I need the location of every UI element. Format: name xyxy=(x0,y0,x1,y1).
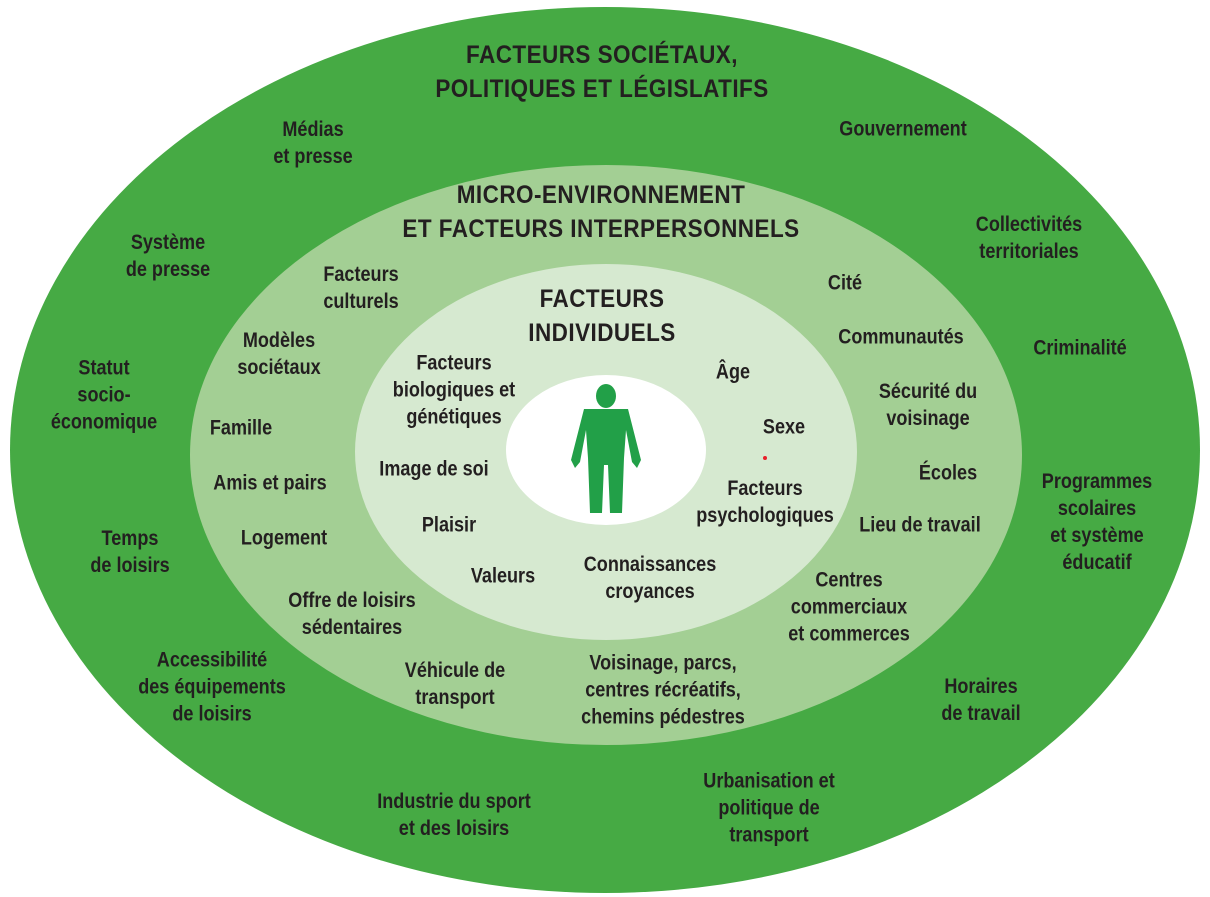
middle-item: Véhicule de transport xyxy=(404,659,506,709)
outer-item: Médias et presse xyxy=(273,118,353,168)
middle-item: Lieu de travail xyxy=(859,513,981,537)
red-dot xyxy=(763,456,767,460)
middle-item: Modèles sociétaux xyxy=(237,329,321,379)
outer-item: Gouvernement xyxy=(839,117,967,141)
outer-item: Industrie du sport et des loisirs xyxy=(377,790,531,840)
inner-item: Plaisir xyxy=(421,513,477,537)
outer-item: Temps de loisirs xyxy=(90,527,170,577)
middle-item: Famille xyxy=(209,416,273,440)
inner-item: Facteurs biologiques et génétiques xyxy=(392,351,516,429)
person-icon xyxy=(571,384,641,513)
outer-item: Accessibilité des équipements de loisirs xyxy=(138,648,286,726)
middle-item: Amis et pairs xyxy=(213,471,327,495)
inner-item: Valeurs xyxy=(470,564,536,588)
outer-item: Système de presse xyxy=(125,231,211,281)
middle-item: Centres commerciaux et commerces xyxy=(788,568,910,646)
inner-item: Image de soi xyxy=(379,457,489,481)
middle-item: Voisinage, parcs, centres récréatifs, ch… xyxy=(581,651,745,729)
outer-item: Statut socio- économique xyxy=(50,356,158,434)
outer-item: Programmes scolaires et système éducatif xyxy=(1041,470,1153,574)
middle-item: Logement xyxy=(240,526,328,550)
inner-item: Connaissances croyances xyxy=(583,553,717,603)
inner-item: Sexe xyxy=(762,415,806,439)
inner-title: FACTEURS INDIVIDUELS xyxy=(528,285,676,347)
outer-item: Urbanisation et politique de transport xyxy=(703,769,835,847)
middle-title: MICRO-ENVIRONNEMENT ET FACTEURS INTERPER… xyxy=(402,181,800,243)
inner-item: Âge xyxy=(715,360,751,384)
outer-item: Collectivités territoriales xyxy=(975,213,1083,263)
middle-item: Cité xyxy=(827,271,863,295)
middle-item: Facteurs culturels xyxy=(323,263,399,313)
middle-item: Sécurité du voisinage xyxy=(878,380,978,430)
middle-item: Communautés xyxy=(838,325,964,349)
outer-item: Criminalité xyxy=(1033,336,1127,360)
inner-item: Facteurs psychologiques xyxy=(696,477,834,527)
middle-item: Offre de loisirs sédentaires xyxy=(288,589,416,639)
outer-item: Horaires de travail xyxy=(941,675,1021,725)
middle-item: Écoles xyxy=(918,461,978,485)
outer-title: FACTEURS SOCIÉTAUX, POLITIQUES ET LÉGISL… xyxy=(435,41,769,103)
